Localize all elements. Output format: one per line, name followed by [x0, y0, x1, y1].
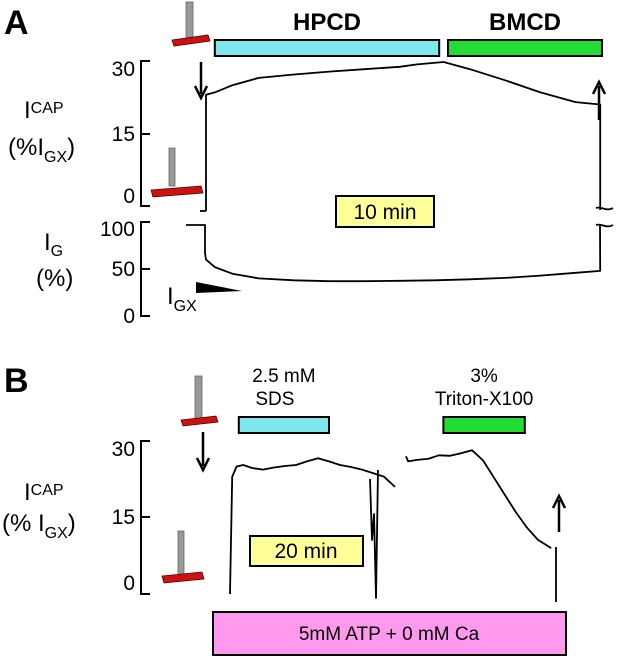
hpcd-treatment-bar	[213, 39, 441, 57]
b-scale-bar-label: 20 min	[274, 540, 337, 563]
triton-label-line2: Triton-X100	[435, 389, 534, 410]
panel-a-letter: A	[4, 4, 29, 42]
a-icap-trace	[205, 61, 602, 211]
a-ig-axis-title: IG	[44, 229, 63, 260]
b-icap-axis-title: ICAP	[24, 479, 64, 506]
pipette-icon	[171, 1, 211, 47]
buffer-condition-label: 5mM ATP + 0 mM Ca	[299, 624, 480, 645]
a-ig-axis-title-units: (%)	[36, 265, 73, 292]
a-ig-start-segment	[186, 224, 206, 253]
b-icap-trace-1	[229, 457, 396, 595]
a-icap-break-mark	[595, 206, 614, 211]
a-icap-tick-0: 0	[123, 185, 135, 208]
b-icap-tick-15: 15	[112, 506, 135, 529]
sds-label-line2: SDS	[255, 389, 294, 410]
b-icap-trace-2	[405, 449, 552, 549]
bmcd-treatment-bar	[447, 39, 603, 57]
sds-treatment-bar	[237, 416, 330, 434]
a-icap-tick-30: 30	[112, 58, 135, 81]
panel-b-letter: B	[4, 362, 29, 400]
arrow-up-icon	[551, 493, 567, 532]
a-scale-bar-label: 10 min	[353, 201, 416, 224]
a-scale-bar	[335, 195, 435, 228]
triton-label-line1: 3%	[470, 366, 498, 387]
a-icap-axis-title-units: (%IGX)	[8, 134, 75, 166]
arrow-up-icon	[591, 79, 607, 120]
arrow-down-icon	[193, 62, 209, 101]
arrowhead-icon	[196, 282, 242, 293]
pipette-icon	[180, 375, 219, 427]
hpcd-label: HPCD	[293, 9, 361, 36]
buffer-condition-bar	[212, 611, 567, 656]
arrow-down-icon	[195, 432, 211, 473]
a-igx-label: IGX	[167, 283, 197, 315]
a-ig-tick-100: 100	[100, 218, 135, 241]
a-ig-tick-0: 0	[123, 305, 135, 328]
a-icap-tick-15: 15	[112, 123, 135, 146]
pipette-icon	[150, 147, 204, 198]
a-ig-break-mark	[595, 223, 614, 228]
b-icap-transition-artifact	[369, 469, 379, 599]
triton-treatment-bar	[442, 416, 526, 434]
b-icap-axis-title-units: (% IGX)	[2, 510, 76, 542]
sds-label-line1: 2.5 mM	[252, 366, 315, 387]
b-icap-tick-0: 0	[123, 572, 135, 595]
a-ig-tick-50: 50	[112, 258, 135, 281]
b-icap-tick-30: 30	[112, 438, 135, 461]
bmcd-label: BMCD	[489, 9, 561, 36]
a-icap-axis-title: ICAP	[24, 97, 64, 124]
pipette-icon	[161, 530, 205, 584]
b-scale-bar	[249, 535, 364, 567]
a-ig-trace	[204, 224, 602, 283]
